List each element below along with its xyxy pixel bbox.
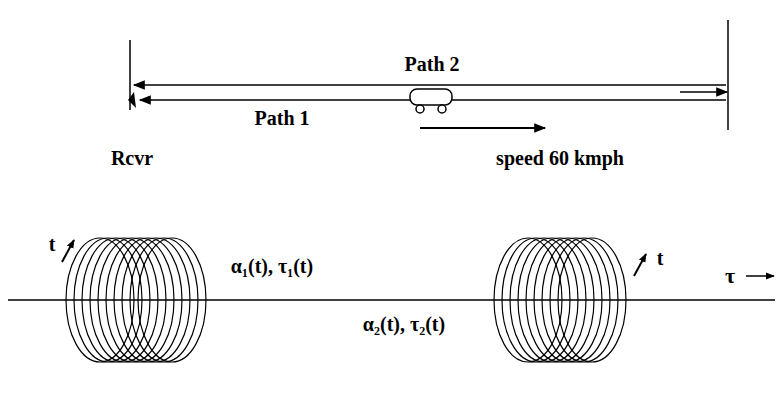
- reflection-arrow: [680, 91, 727, 93]
- antenna-mark: [128, 92, 136, 108]
- path-label: Path 2: [403, 53, 462, 75]
- path-label: Path 1: [253, 107, 312, 129]
- speed-arrow: [420, 127, 545, 129]
- receiver-label: Rcvr: [109, 147, 155, 169]
- time-label: t: [655, 247, 666, 269]
- path-parameters: α₁(t), τ₁(t): [229, 255, 315, 277]
- coil-winding: [130, 238, 198, 362]
- tau-axis: [8, 299, 775, 301]
- coil-winding: [550, 238, 618, 362]
- time-arrow: [634, 254, 646, 276]
- coil-winding: [558, 238, 626, 362]
- coils: [66, 238, 626, 362]
- coil-winding: [138, 238, 206, 362]
- speed-label: speed 60 kmph: [494, 147, 626, 169]
- coil-winding: [122, 238, 190, 362]
- reflector-line: [727, 20, 729, 130]
- path-parameters: α₂(t), τ₂(t): [361, 313, 447, 335]
- path-2-line: [134, 84, 726, 86]
- coil-winding: [542, 238, 610, 362]
- tau-arrow: [746, 275, 774, 277]
- axis-label: τ: [723, 264, 737, 288]
- car-icon: [410, 89, 452, 113]
- time-label: t: [47, 233, 58, 255]
- time-arrow: [62, 240, 74, 262]
